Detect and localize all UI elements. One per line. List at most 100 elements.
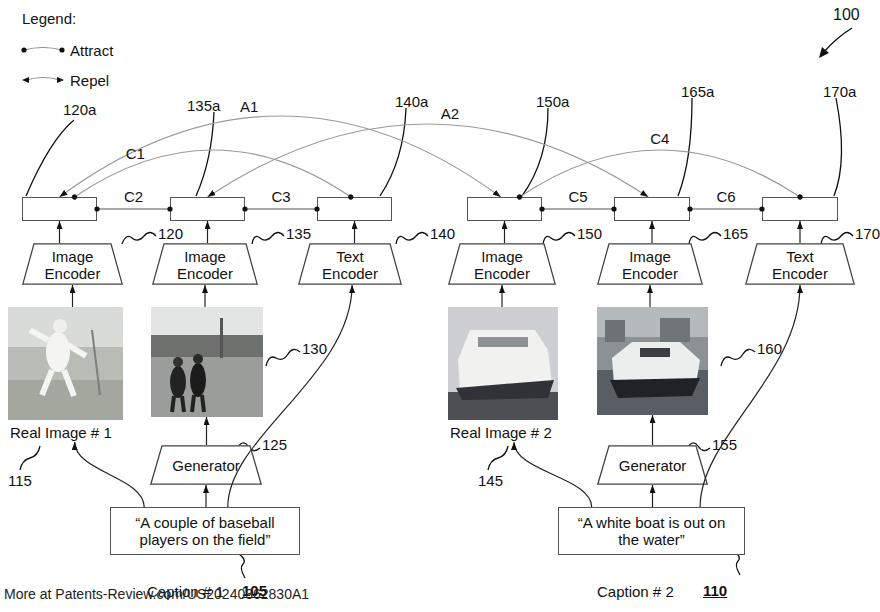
figure-number: 100 — [833, 6, 860, 24]
arrow-connector — [501, 285, 502, 307]
attract-connector — [690, 208, 762, 209]
legend-text: Attract — [70, 42, 113, 59]
watermark: More at Patents-Review.com/US20240362830… — [4, 586, 309, 602]
embedding-box: 165a — [614, 197, 690, 221]
arrow-connector — [354, 221, 355, 243]
attract-connector — [520, 150, 801, 197]
callout-number: 130 — [302, 340, 327, 357]
encoder-block: Image Encoder — [22, 243, 123, 285]
encoder-block: Generator — [150, 445, 262, 485]
attract-connector — [97, 208, 170, 209]
arrow-connector — [652, 485, 653, 507]
arrow-connector — [649, 285, 650, 307]
embedding-box: 120a — [22, 197, 97, 221]
edge-label: C1 — [126, 145, 145, 162]
callout-number: 140a — [395, 93, 428, 110]
callout-number: 165a — [681, 83, 714, 100]
legend-sample — [24, 48, 62, 81]
arrow-connector — [205, 485, 206, 507]
image-panel: 130 — [151, 307, 263, 417]
arrow-connector — [652, 415, 653, 445]
arrow-connector — [206, 417, 207, 445]
figure-arrow — [824, 28, 852, 52]
arrow-connector — [504, 221, 505, 243]
callout-number: 170 — [855, 225, 880, 242]
callout-number: 150 — [577, 225, 602, 242]
photo-boat — [448, 307, 558, 420]
leader-lines — [20, 98, 853, 578]
legend-dot — [21, 47, 26, 52]
node-text: Real Image # 1 — [10, 424, 112, 441]
node-text: Generator — [172, 457, 240, 474]
edge-label: C3 — [271, 188, 290, 205]
arrow-connector — [700, 285, 800, 507]
node-text: Image Encoder — [168, 248, 242, 283]
edge-label: C4 — [650, 130, 669, 147]
node-text: Image Encoder — [464, 248, 540, 283]
edge-label: C5 — [568, 188, 587, 205]
arrow-connector — [207, 221, 208, 243]
edge-label: A2 — [441, 105, 459, 122]
callout-number: 125 — [262, 436, 287, 453]
arrow-connector — [514, 442, 592, 507]
arrow-connector — [75, 442, 145, 507]
legend-dot — [59, 47, 64, 52]
attract-connector — [542, 208, 614, 209]
callout-number: 150a — [536, 93, 569, 110]
arrow-connector — [799, 221, 800, 243]
callout-number: 160 — [757, 340, 782, 357]
callout-number: 115 — [8, 472, 32, 489]
arrow-connector — [228, 285, 352, 507]
image-panel: Real Image # 1 — [8, 307, 123, 442]
arrow-connector — [651, 221, 652, 243]
callout-number: 170a — [823, 83, 856, 100]
embedding-box: 135a — [170, 197, 245, 221]
caption-number: Caption # 2 — [597, 583, 674, 600]
node-text: “A white boat is out on the water” — [573, 514, 730, 549]
edge-label: C6 — [716, 188, 735, 205]
repel-connector — [60, 116, 501, 197]
photo-harbor-boat — [597, 307, 708, 415]
image-panel: Real Image # 2 — [448, 307, 558, 442]
edge-label: A1 — [240, 98, 258, 115]
callout-number: 120 — [158, 225, 183, 242]
node-text: Generator — [619, 457, 687, 474]
callout-number: 120a — [63, 101, 96, 118]
callout-number: 165 — [723, 225, 748, 242]
attract-connector — [245, 208, 317, 209]
callout-number: 110 — [703, 582, 727, 599]
arrow-connector — [204, 285, 205, 307]
callout-number: 155 — [712, 436, 737, 453]
embedding-box: 140a — [317, 197, 392, 221]
callout-number: 145 — [478, 472, 503, 489]
photo-baseball — [8, 307, 123, 420]
caption-box: “A white boat is out on the water”Captio… — [558, 507, 745, 555]
node-text: Real Image # 2 — [450, 424, 552, 441]
node-text: Image Encoder — [38, 248, 107, 283]
arrow-connector — [72, 285, 73, 307]
node-text: Image Encoder — [613, 248, 687, 283]
attract-connector — [75, 150, 351, 197]
repel-connector — [208, 124, 649, 197]
caption-box: “A couple of baseball players on the fie… — [110, 507, 300, 555]
node-text: Text Encoder — [314, 248, 386, 283]
callout-number: 135a — [187, 97, 220, 114]
encoder-block: Text Encoder — [745, 243, 855, 285]
embedding-box: 150a — [467, 197, 542, 221]
legend-arrow — [57, 77, 64, 83]
arrow-connector — [59, 221, 60, 243]
figure-arrowhead — [819, 47, 829, 58]
legend-text: Repel — [70, 72, 109, 89]
image-panel: 160 — [597, 307, 708, 415]
encoder-block: Image Encoder — [152, 243, 258, 285]
callout-number: 135 — [286, 225, 311, 242]
legend-title: Legend: — [22, 10, 76, 27]
node-text: “A couple of baseball players on the fie… — [123, 514, 287, 549]
node-text: Text Encoder — [761, 248, 839, 283]
encoder-block: Generator — [597, 445, 708, 485]
encoder-block: Text Encoder — [298, 243, 402, 285]
embedding-box: 170a — [762, 197, 838, 221]
photo-players — [151, 307, 263, 417]
edge-label: C2 — [124, 188, 143, 205]
